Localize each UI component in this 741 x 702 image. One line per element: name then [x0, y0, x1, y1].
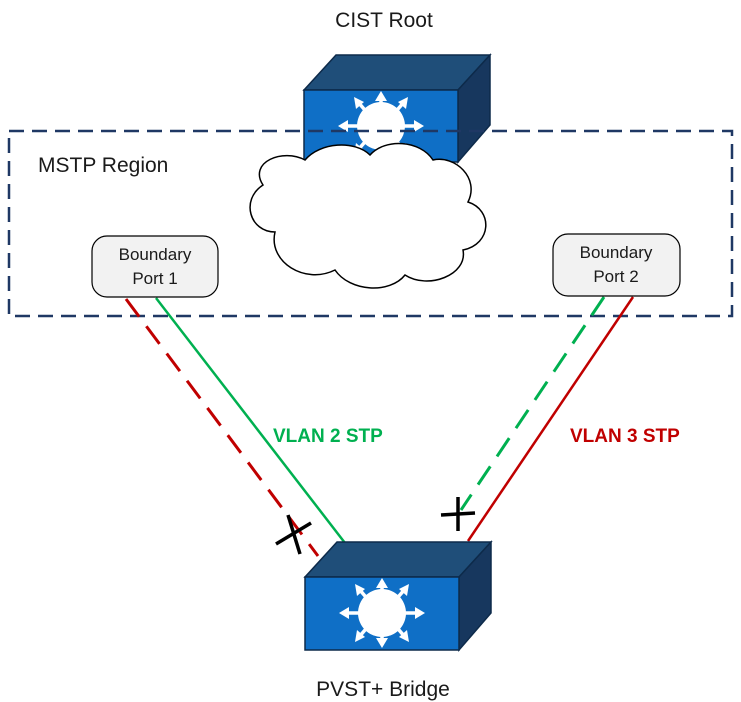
vlan3-stp-label: VLAN 3 STP	[570, 426, 680, 447]
pvst-bridge-label: PVST+ Bridge	[316, 678, 450, 701]
boundary-port-1-line2: Port 1	[132, 269, 177, 288]
network-cloud-icon	[249, 142, 487, 289]
port2-vlan2-link	[459, 296, 606, 511]
port2-vlan3-link	[466, 296, 635, 542]
boundary-port-1: Boundary Port 1	[91, 235, 219, 298]
mstp-region-label: MSTP Region	[38, 154, 168, 177]
boundary-port-1-line1: Boundary	[119, 245, 192, 264]
pvst-bridge-switch-icon	[303, 540, 493, 653]
blocked-port-icon-right	[440, 497, 476, 531]
port1-vlan3-link	[124, 298, 320, 557]
port1-vlan2-link	[155, 297, 346, 544]
cist-root-switch-icon	[302, 53, 492, 165]
vlan2-stp-label: VLAN 2 STP	[273, 426, 383, 447]
boundary-port-2: Boundary Port 2	[552, 233, 681, 297]
mstp-region-box	[7, 129, 734, 318]
boundary-port-2-line1: Boundary	[580, 243, 653, 262]
boundary-port-2-line2: Port 2	[593, 267, 638, 286]
blocked-port-icon-left	[275, 514, 312, 555]
cist-root-label: CIST Root	[335, 9, 433, 32]
